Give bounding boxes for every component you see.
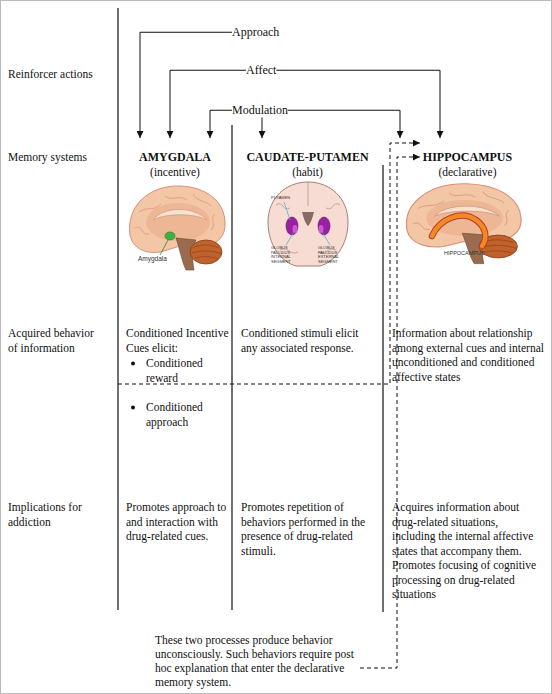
leader-line [284, 202, 290, 220]
reinforcer-action: Modulation [232, 103, 288, 118]
brain-illustration [130, 186, 226, 270]
note-text-block: These two processes produce behavior unc… [155, 633, 360, 689]
dashed-arrow [118, 143, 420, 384]
bullet-text: Conditioned approach [146, 400, 226, 429]
row-label: Implications for addiction [8, 500, 103, 529]
memory-system-column: AMYGDALA(incentive) Conditioned Incentive… [118, 138, 232, 610]
connector-arrow [288, 110, 400, 138]
putamen-highlight [286, 217, 298, 235]
cell-text: Acquires information about drug-related … [392, 500, 544, 602]
column-divider [231, 125, 232, 610]
memory-system-column: HIPPOCAMPUS(declarative)Information abou… [383, 138, 552, 610]
column-divider [382, 165, 383, 612]
bullet-point [131, 362, 135, 366]
action-name: Approach [232, 25, 279, 40]
row-label: Acquired behavior of information [8, 326, 103, 355]
leader-line [286, 232, 294, 245]
connector-arrow [276, 70, 440, 138]
sulcus-lines [276, 182, 340, 253]
hippocampus-outline [432, 216, 485, 246]
bullet-point [131, 406, 135, 410]
action-name: Affect [246, 63, 276, 78]
memory-system-column: CAUDATE-PUTAMEN(habit) Conditioned stimul… [232, 138, 383, 610]
leader-line [322, 232, 330, 245]
system-name: AMYGDALA [139, 150, 211, 165]
bullet-text: Conditioned reward [146, 356, 226, 385]
cell-text: Conditioned stimuli elicit any associate… [241, 326, 375, 355]
connector-arrow [140, 32, 232, 138]
row-label-divider [117, 8, 118, 610]
brain-illustration [406, 184, 521, 264]
part-label: PUTAMEN [271, 196, 290, 201]
reinforcer-action: Approach [232, 25, 279, 40]
cell-text: Information about relationship among ext… [392, 326, 544, 384]
cell-text: Promotes approach to and interaction wit… [126, 500, 230, 544]
system-name: CAUDATE-PUTAMEN [246, 150, 368, 165]
putamen-highlight [318, 217, 330, 235]
system-kind: (incentive) [150, 165, 200, 180]
hippocampus-highlight [432, 216, 485, 246]
system-kind: (declarative) [438, 165, 496, 180]
pallidus-highlight [319, 225, 324, 233]
note-text: These two processes produce behavior unc… [155, 633, 360, 689]
system-kind: (habit) [292, 165, 323, 180]
reinforcer-action: Affect [246, 63, 276, 78]
ventricle [302, 212, 314, 226]
part-label: GLOBUS PALLIDUS EXTERNAL SEGMENT [318, 246, 348, 264]
part-label: GLOBUS PALLIDUS INTERNAL SEGMENT [271, 246, 299, 264]
part-label: HIPPOCAMPUS [444, 250, 485, 256]
leader-line [160, 240, 168, 255]
cell-text: Conditioned Incentive Cues elicit: [126, 326, 230, 355]
connector-arrow [210, 110, 232, 138]
coronal-slice [268, 182, 348, 266]
row-label: Reinforcer actions [8, 67, 116, 82]
system-name: HIPPOCAMPUS [423, 150, 512, 165]
amygdala-highlight [165, 232, 175, 240]
pallidus-highlight [293, 225, 298, 233]
connector-arrow [262, 118, 263, 139]
part-label: Amygdala [138, 255, 167, 262]
cell-text: Promotes repetition of behaviors perform… [241, 500, 375, 558]
action-name: Modulation [232, 103, 288, 118]
row-label: Memory systems [8, 150, 116, 165]
